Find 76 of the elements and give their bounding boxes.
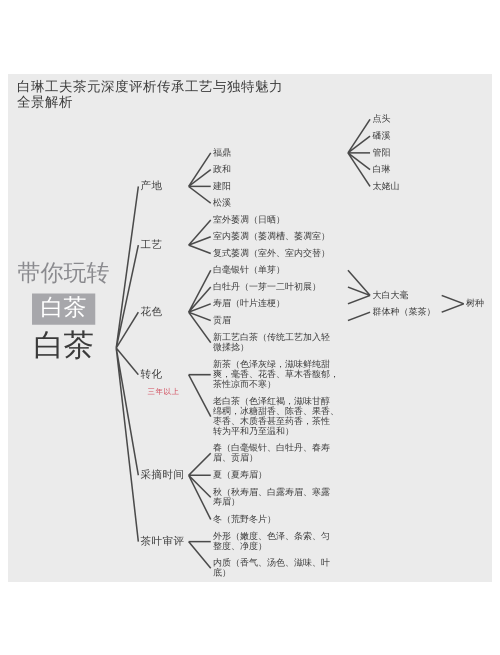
connector [188,218,212,246]
connector [347,135,370,153]
node-text: 大白大毫 [372,290,408,300]
node-text: 夏（夏寿眉） [213,470,268,480]
connector [115,347,140,475]
connector [348,294,370,304]
node-text: 转化 [140,367,163,380]
node-text: 白牡丹（一芽一二叶初展） [213,282,322,292]
connector [188,310,212,321]
node-text: 复式萎凋（室外、室内交替） [213,248,330,258]
node-text: 磻溪 [372,130,390,141]
connector [188,311,212,343]
connector [188,286,212,312]
connector [188,373,211,375]
connector [188,168,212,187]
node-text: 福鼎 [213,148,232,158]
node-text: 寿眉（叶片连梗） [213,298,286,309]
label: 白茶 [40,294,87,320]
node-text: 管阳 [372,148,390,158]
node-text: 贡眉 [213,315,232,326]
connector [188,269,212,312]
node-text: 茶叶审评 [140,534,185,547]
connector [347,152,371,186]
connector [188,474,212,498]
diagram-title: 白琳工夫茶元深度评析传承工艺与独特魅力全景解析 [17,78,284,110]
node-text: 工艺 [140,237,163,250]
node-text: 政和 [213,164,232,175]
node-text: 室内萎凋（萎凋槽、萎凋室） [213,232,330,242]
node-text: 点头 [372,114,390,124]
connector [348,310,370,321]
connector [347,152,370,170]
node-text: 老白茶（色泽红褐，滋味甘醇绵稠，冰糖甜香、陈香、果香、枣香、木质香甚至药香，茶性转为平和乃至温和） [213,396,340,436]
node-text: 内质（香气、汤色、滋味、叶底） [213,558,330,578]
node-text: 外形（嫩度、色泽、条索、匀整度、净度） [213,532,330,552]
node-text: 秋（秋寿眉、白露寿眉、寒露寿眉） [213,487,330,508]
connector [115,186,140,348]
connector [348,286,370,296]
node-text: 太姥山 [372,181,400,192]
connector [347,269,371,296]
connector [116,347,139,375]
node-text: 冬（荒野冬片） [213,514,276,524]
node-text: 采摘时间 [140,468,185,481]
connector [188,540,212,568]
connector [188,474,212,520]
label: 三年以上 [147,386,180,396]
connector [188,474,211,476]
node-text: 树种 [466,298,484,309]
connector [116,311,139,348]
connector [441,302,464,312]
label: 带你玩转 [18,260,110,286]
node-text: 白茶 [34,328,94,364]
connector [188,540,211,542]
connector [188,236,212,246]
node-text: 建阳 [213,181,232,192]
node-text: 群体种（菜茶） [372,307,436,318]
node-text: 新茶（色泽灰绿，滋味鲜纯甜爽，毫香、花香、草木香馥郁，茶性凉而不寒） [213,360,340,390]
node-text: 白琳 [372,164,390,175]
connector [347,118,371,153]
node-text: 白毫银针（单芽） [213,265,286,276]
node-text: 松溪 [213,198,232,208]
connector [188,244,212,254]
connector [115,347,140,542]
connector [188,302,212,312]
connector [348,152,370,154]
node-text: 产地 [140,178,163,192]
node-text: 花色 [140,304,163,318]
connector [188,452,212,476]
connector [188,374,212,416]
connector [115,244,140,348]
connector [188,185,211,187]
connector [188,185,212,204]
connector [441,294,464,304]
node-text: 春（白毫银针、白牡丹、春寿眉、贡眉） [213,443,330,464]
node-text: 新工艺白茶（传统工艺加入轻微揉捻） [213,332,330,352]
node-text: 室外萎凋（日晒） [213,214,286,225]
connector [188,152,212,186]
